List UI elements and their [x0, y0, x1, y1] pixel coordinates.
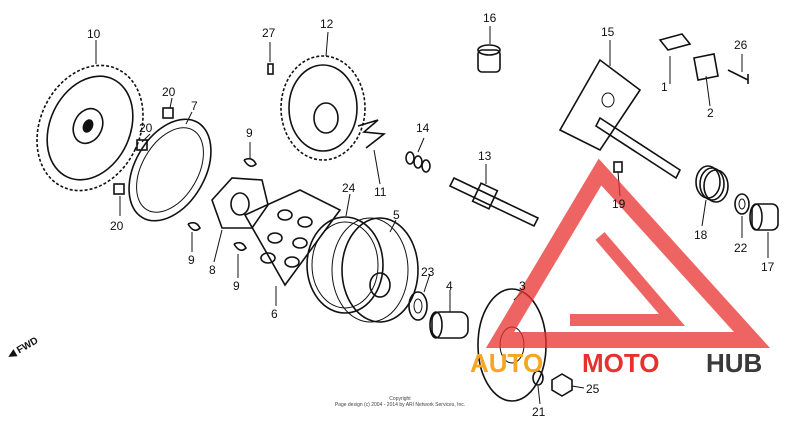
callout-27: 27 [262, 26, 276, 40]
part-8-plate [211, 177, 269, 229]
callout-6: 6 [271, 307, 278, 321]
callout-8: 8 [209, 263, 216, 277]
part-25-nut [551, 373, 573, 397]
part-26-bolt [727, 69, 749, 84]
callout-22: 22 [734, 241, 748, 255]
callout-21: 21 [532, 405, 546, 419]
part-20-bolts [113, 107, 174, 195]
callout-12: 12 [320, 17, 334, 31]
part-16-bushing [477, 44, 501, 73]
part-22-washer [734, 193, 750, 215]
part-23-washer [408, 291, 428, 321]
part-6-rollers [243, 189, 342, 287]
callout-26: 26 [734, 38, 748, 52]
callout-16: 16 [483, 11, 497, 25]
callout-7: 7 [191, 99, 198, 113]
part-19 [613, 161, 623, 173]
callout-labels: 1 2 3 4 5 6 7 8 9 9 9 10 11 12 13 14 15 … [87, 11, 775, 419]
callout-23: 23 [421, 265, 435, 279]
callout-19: 19 [612, 197, 626, 211]
part-4-sleeve [429, 311, 469, 339]
part-21-washer [532, 370, 544, 386]
copyright-line-1: Copyright [389, 396, 411, 402]
callout-11: 11 [374, 185, 387, 199]
callout-25: 25 [586, 382, 600, 396]
part-12-gear [280, 55, 366, 161]
part-17-collar [749, 203, 779, 231]
callout-3: 3 [519, 279, 526, 293]
part-5-pulley [331, 217, 419, 323]
part-1 [658, 33, 692, 51]
part-9-clips [187, 157, 257, 252]
part-13-shaft [448, 176, 540, 228]
watermark-word-hub: HUB [706, 348, 762, 378]
callout-9c: 9 [233, 279, 240, 293]
callout-15: 15 [601, 25, 615, 39]
watermark-logo [485, 158, 771, 348]
callout-1: 1 [661, 80, 668, 94]
callout-9b: 9 [188, 253, 195, 267]
callout-14: 14 [416, 121, 430, 135]
part-11-clip [357, 119, 387, 149]
leader-lines [95, 26, 769, 405]
part-27-pin [267, 63, 274, 75]
callout-13: 13 [478, 149, 492, 163]
part-14-spring [405, 151, 431, 173]
callout-24: 24 [342, 181, 356, 195]
callout-18: 18 [694, 228, 708, 242]
callout-20a: 20 [162, 85, 176, 99]
part-18-spring [695, 165, 729, 203]
part-2 [693, 53, 719, 81]
callout-20b: 20 [139, 121, 153, 135]
watermark-word-moto: MOTO [582, 348, 660, 378]
copyright-line-2: Page design (c) 2004 - 2014 by ARI Netwo… [334, 402, 466, 408]
callout-4: 4 [446, 279, 453, 293]
part-7-cover [128, 118, 212, 222]
part-10-sprocket [36, 64, 144, 192]
callout-9a: 9 [246, 126, 253, 140]
callout-5: 5 [393, 208, 400, 222]
callout-20c: 20 [110, 219, 124, 233]
callout-2: 2 [707, 106, 714, 120]
watermark-text: AUTO MOTO HUB [470, 348, 762, 378]
callout-17: 17 [761, 260, 775, 274]
callout-10: 10 [87, 27, 101, 41]
watermark-word-auto: AUTO [470, 348, 543, 378]
part-24-ring [306, 216, 384, 314]
part-15-spindle [558, 58, 682, 180]
